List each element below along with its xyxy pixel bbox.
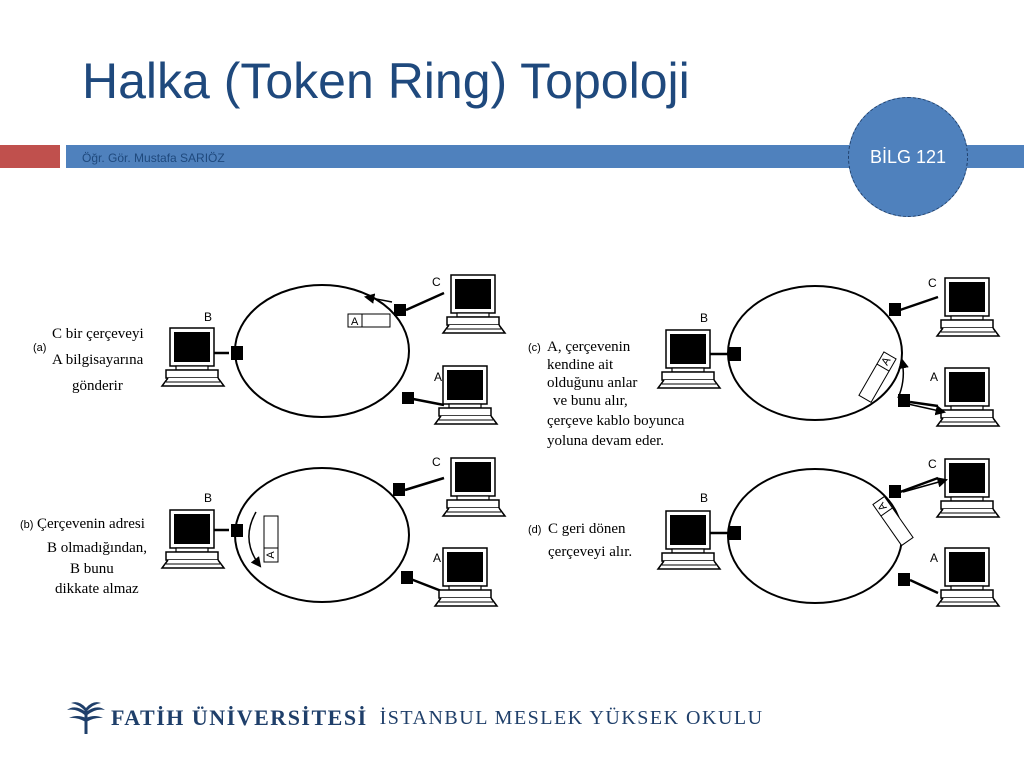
node-label-b: B [204, 310, 212, 324]
ring-cable [727, 285, 903, 421]
ring-cable [234, 467, 410, 603]
node-label-a: A [434, 370, 442, 384]
node-label-a: A [930, 551, 938, 565]
caption-line: B olmadığından, [47, 540, 147, 556]
caption-line: çerçeveyi alır. [548, 544, 632, 560]
computer-c [936, 277, 1000, 337]
slide-title: Halka (Token Ring) Topoloji [82, 53, 690, 109]
caption-line: B bunu [70, 561, 114, 577]
header-bar-red [0, 145, 60, 168]
caption-line: Çerçevenin adresi [37, 516, 145, 532]
caption-line: A bilgisayarına [52, 352, 144, 368]
ring-cable [727, 468, 903, 604]
panel-tag: (b) [20, 519, 33, 531]
author-name: Öğr. Gör. Mustafa SARIÖZ [82, 151, 225, 165]
header-bar-blue [66, 145, 1024, 168]
computer-c [936, 458, 1000, 518]
footer-logo-bar: FATİH ÜNİVERSİTESİ İSTANBUL MESLEK YÜKSE… [65, 700, 764, 736]
caption-line: C geri dönen [548, 521, 626, 537]
ring-cable [234, 284, 410, 418]
university-name: FATİH ÜNİVERSİTESİ [111, 705, 368, 730]
panel-b: C A B A (b) Çerçevenin adresi B olmadığı… [20, 455, 506, 607]
computer-b [161, 327, 225, 387]
caption-line: gönderir [72, 378, 123, 394]
caption-line: yoluna devam eder. [547, 433, 664, 449]
frame-label: A [265, 551, 277, 559]
computer-b [657, 510, 721, 570]
computer-c [442, 457, 506, 517]
node-label-c: C [928, 276, 937, 290]
frame-label: A [351, 316, 359, 328]
node-label-b: B [204, 491, 212, 505]
computer-a [434, 365, 498, 425]
computer-a [936, 547, 1000, 607]
panel-c: C A B A (c) A, çerçevenin kendine ait ol… [528, 276, 1000, 449]
computer-a [434, 547, 498, 607]
caption-line: kendine ait [547, 357, 614, 373]
caption-line: çerçeve kablo boyunca [547, 413, 685, 429]
computer-b [657, 329, 721, 389]
node-label-a: A [433, 551, 441, 565]
panel-tag: (d) [528, 524, 541, 536]
panel-a: C A B A (a) C bir çerçeveyi A bilgisayar… [33, 274, 506, 425]
node-label-c: C [432, 275, 441, 289]
node-label-a: A [930, 370, 938, 384]
caption-line: dikkate almaz [55, 581, 139, 597]
computer-c [442, 274, 506, 334]
computer-b [161, 509, 225, 569]
caption-line: C bir çerçeveyi [52, 326, 144, 342]
node-label-b: B [700, 311, 708, 325]
node-label-c: C [432, 455, 441, 469]
node-label-c: C [928, 457, 937, 471]
node-label-b: B [700, 491, 708, 505]
caption-line: A, çerçevenin [547, 339, 631, 355]
course-badge: BİLG 121 [848, 97, 968, 217]
panel-tag: (c) [528, 342, 541, 354]
panel-d: C A B A (d) C geri dönen çerçeveyi alır. [528, 457, 1000, 607]
course-badge-label: BİLG 121 [869, 146, 947, 167]
caption-line: ve bunu alır, [553, 393, 628, 409]
panel-tag: (a) [33, 342, 46, 354]
university-logo-icon [67, 702, 105, 734]
school-name: İSTANBUL MESLEK YÜKSEK OKULU [379, 706, 764, 729]
caption-line: olduğunu anlar [547, 375, 637, 391]
computer-a [936, 367, 1000, 427]
